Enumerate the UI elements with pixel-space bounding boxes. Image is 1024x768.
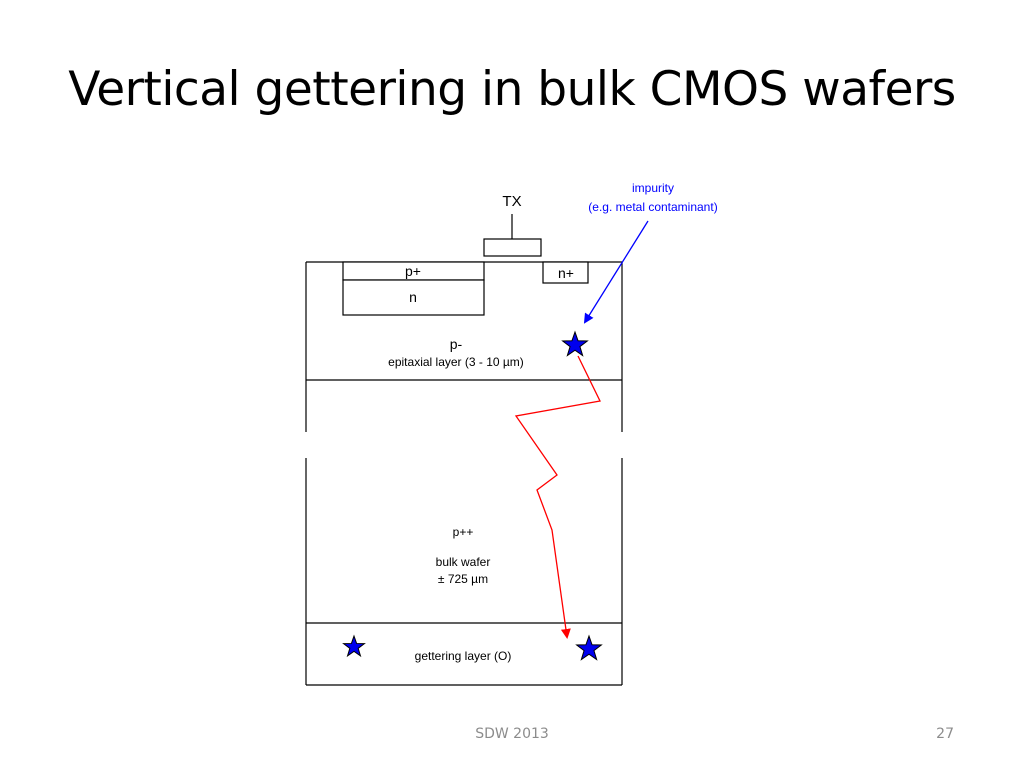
impurity-arrow <box>583 220 649 324</box>
page-number: 27 <box>936 726 954 742</box>
wafer-outline <box>305 261 623 686</box>
impurity-star-icon <box>561 330 589 357</box>
bulk-type-label: p++ <box>453 525 474 539</box>
p-plus-label: p+ <box>405 263 421 279</box>
impurity-label: impurity <box>632 181 674 195</box>
n-label: n <box>409 289 417 305</box>
bulk-desc-label: bulk wafer <box>436 555 491 569</box>
n-plus-label: n+ <box>558 265 574 281</box>
tx-label: TX <box>502 193 521 210</box>
gettered-star-left-icon <box>342 634 366 658</box>
epi-type-label: p- <box>450 336 463 352</box>
epi-desc-label: epitaxial layer (3 - 10 µm) <box>388 355 524 369</box>
diffusion-path-arrow <box>514 355 601 639</box>
impurity-example-label: (e.g. metal contaminant) <box>588 200 717 214</box>
tx-gate <box>483 238 542 257</box>
bulk-thickness-label: ± 725 µm <box>438 572 488 586</box>
gettering-layer-label: gettering layer (O) <box>415 649 512 663</box>
slide-title: Vertical gettering in bulk CMOS wafers <box>68 62 956 117</box>
gettered-star-right-icon <box>575 634 603 661</box>
n-region <box>342 279 485 316</box>
footer-conference: SDW 2013 <box>475 726 549 742</box>
n-plus-region <box>542 261 589 284</box>
